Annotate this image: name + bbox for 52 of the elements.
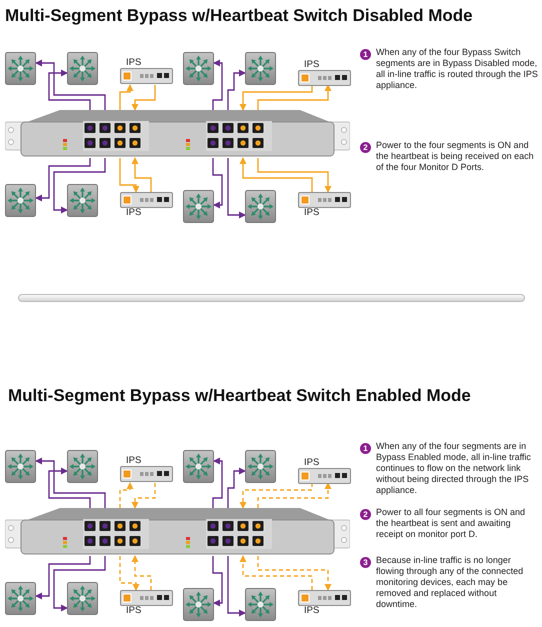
- arrow: [240, 85, 313, 111]
- device-label: IPS: [303, 606, 320, 616]
- note-text: Power to the four segments is ON and the heartbeat is being received on each of the four Monitor D Ports.: [376, 140, 535, 173]
- arrow: [257, 556, 332, 591]
- arrow: [53, 158, 106, 214]
- arrow: [227, 158, 246, 218]
- step-number: 2: [360, 509, 371, 520]
- note-text: When any of the four Bypass Switch segments are in Bypass Disabled mode, all in-line traffic is routed through the IPS appliance.: [376, 47, 539, 91]
- device-label: IPS: [303, 60, 320, 70]
- step-number: 1: [360, 49, 371, 60]
- arrow: [119, 556, 140, 591]
- arrow: [212, 556, 223, 606]
- arrow: [227, 468, 246, 508]
- arrow: [132, 483, 156, 509]
- arrow: [257, 158, 332, 193]
- arrow: [240, 157, 313, 192]
- note-text: Power to all four segments is ON and the heartbeat is sent and awaiting receipt on monitor port D.: [376, 507, 526, 540]
- arrow: [212, 60, 223, 110]
- device-label: IPS: [125, 58, 142, 68]
- device-label: IPS: [125, 208, 142, 218]
- arrow: [35, 458, 106, 508]
- step-number: 2: [360, 142, 371, 153]
- note-text: Because in-line traffic is no longer flowing through any of the connected monitoring devices, each may be removed and replaced without downtime.: [376, 555, 524, 610]
- arrow: [119, 84, 134, 110]
- title: Multi-Segment Bypass w/Heartbeat Switch Disabled Mode: [5, 6, 473, 26]
- device-label: IPS: [303, 208, 320, 218]
- arrow: [119, 158, 140, 193]
- arrow: [257, 84, 332, 110]
- arrow: [48, 70, 91, 110]
- arrow: [212, 458, 223, 508]
- arrow: [35, 158, 91, 202]
- device-label: IPS: [125, 606, 142, 616]
- arrow: [35, 556, 91, 600]
- arrow: [240, 555, 313, 590]
- arrow: [227, 556, 246, 616]
- step-number: 1: [360, 443, 371, 454]
- arrow: [132, 85, 156, 111]
- arrow: [132, 157, 152, 192]
- arrow: [227, 70, 246, 110]
- arrow: [257, 482, 332, 508]
- arrow: [132, 555, 152, 590]
- arrow: [119, 482, 134, 508]
- arrow: [35, 60, 106, 110]
- device-label: IPS: [125, 456, 142, 466]
- arrow: [212, 158, 223, 208]
- arrow: [48, 468, 91, 508]
- section-heading: Multi-Segment Bypass w/Heartbeat Switch Enabled Mode: [8, 386, 471, 406]
- arrow: [240, 483, 313, 509]
- arrow: [53, 556, 106, 612]
- step-number: 3: [360, 557, 371, 568]
- device-label: IPS: [303, 458, 320, 468]
- note-text: When any of the four segments are in Bypass Enabled mode, all in-line traffic continues to flow on the network link without being directed through the IPS appliance.: [376, 441, 532, 496]
